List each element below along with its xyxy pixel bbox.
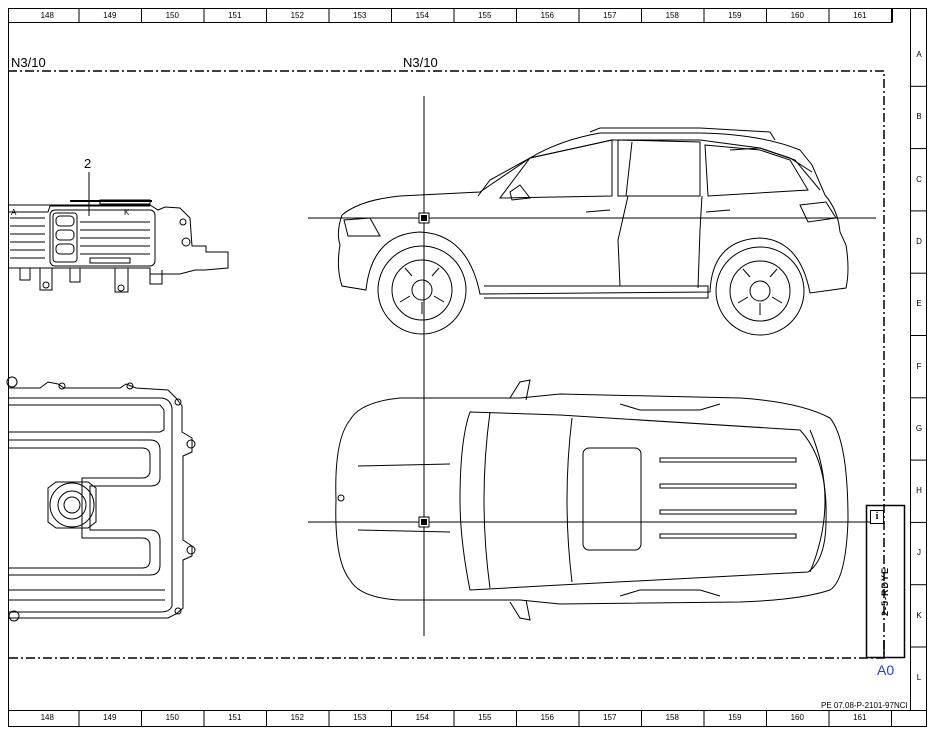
column-number: 157 [603,713,617,722]
column-number: 150 [165,713,179,722]
row-letter: F [916,361,922,371]
column-number: 155 [478,713,492,722]
document-reference: PE 07.08-P-2101-97NCI [821,701,908,710]
row-letter: B [916,112,922,122]
row-letter: H [916,486,922,496]
row-letter: J [917,548,921,558]
vehicle-side-view [337,127,849,336]
callout-number: 2 [84,156,92,171]
row-letter: K [916,610,922,620]
column-number: 148 [40,11,54,20]
column-number: 158 [665,11,679,20]
ecu-connector-side-view [8,172,229,293]
column-number: 160 [790,11,804,20]
column-number: 152 [290,11,304,20]
column-number: 154 [415,11,429,20]
row-letter: A [916,50,922,59]
column-number: 151 [228,713,242,722]
column-number: 160 [790,713,804,722]
row-letter: G [915,423,923,433]
position-crosshair [308,96,876,636]
connector-label-k: K [124,208,130,217]
column-number: 148 [40,713,54,722]
info-icon[interactable]: i [870,510,884,524]
row-letter: D [916,236,922,246]
column-number: 149 [103,11,117,20]
vertical-code-text: 2-5-RDYE [880,566,890,616]
row-letter: E [916,299,922,309]
row-letter: C [916,174,922,184]
column-number: 159 [728,11,742,20]
column-number: 156 [540,11,554,20]
center-component-label: N3/10 [403,55,438,70]
column-number: 161 [853,713,867,722]
column-number: 159 [728,713,742,722]
ecu-housing-top-view [6,376,196,622]
column-number: 161 [853,11,867,20]
side-panel-frame [865,504,906,659]
connector-label-a: A [11,208,17,217]
column-number: 155 [478,11,492,20]
column-number: 156 [540,713,554,722]
column-number: 153 [353,713,367,722]
column-number: 150 [165,11,179,20]
column-number: 152 [290,713,304,722]
column-number: 149 [103,713,117,722]
row-letter: L [916,673,922,682]
left-component-label: N3/10 [11,55,46,70]
grid-ref-link[interactable]: A0 [877,662,895,678]
column-number: 158 [665,713,679,722]
column-number: 157 [603,11,617,20]
vehicle-top-view [335,379,849,621]
column-number: 154 [415,713,429,722]
column-number: 153 [353,11,367,20]
column-number: 151 [228,11,242,20]
